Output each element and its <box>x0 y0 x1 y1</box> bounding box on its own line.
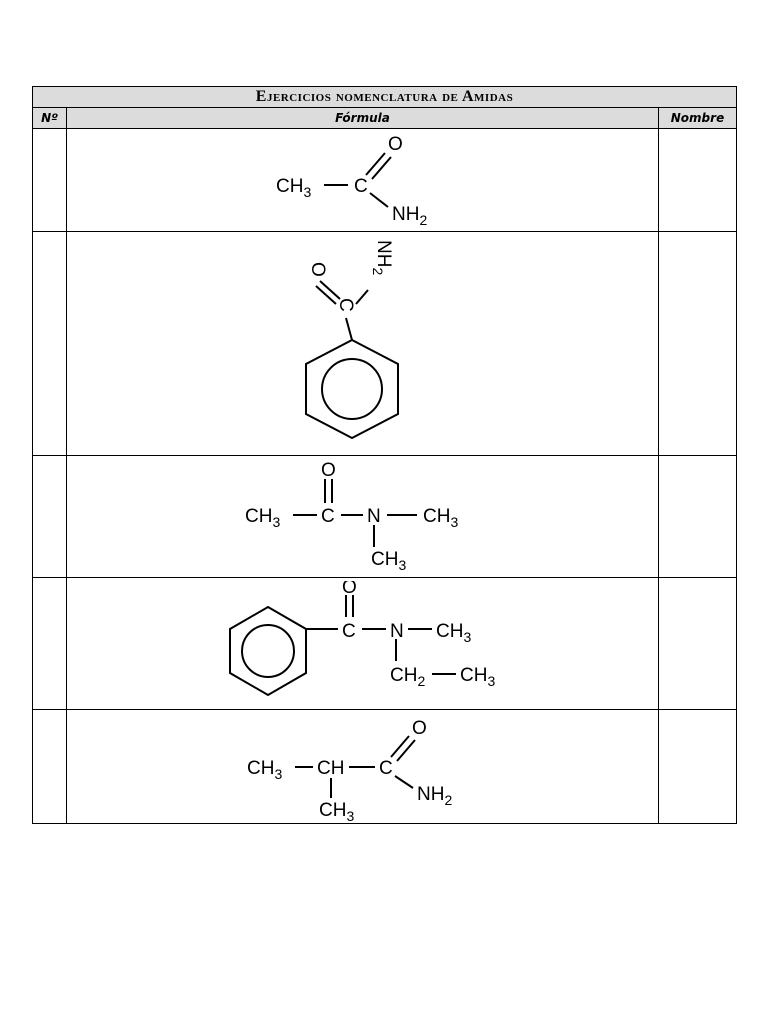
atom-label: CH3 <box>423 506 458 530</box>
atom-label: CH3 <box>319 800 354 822</box>
atom-label: C <box>335 298 356 312</box>
atom-label: N <box>390 621 404 642</box>
amides-exercise-table: Ejercicios nomenclatura de Amidas Nº Fór… <box>32 86 738 824</box>
atom-label: C <box>321 506 335 527</box>
atom-label: O <box>412 718 427 739</box>
formula-column-header: Fórmula <box>66 107 659 129</box>
row-number-cell[interactable] <box>32 455 67 578</box>
number-column-header: Nº <box>32 107 67 129</box>
atom-label: C <box>342 621 356 642</box>
table-row: NH2 C O <box>32 231 738 456</box>
structural-formula: CH3 C O NH2 <box>276 134 427 228</box>
atom-label: C <box>354 176 368 197</box>
structural-formula: NH2 C O <box>305 240 400 440</box>
table-title: Ejercicios nomenclatura de Amidas <box>32 86 737 108</box>
structural-formula: CH3 C O N CH3 CH3 <box>245 460 458 573</box>
atom-label: CH3 <box>371 549 406 573</box>
table-row: C O N CH3 CH2 CH3 <box>32 577 738 710</box>
atom-label: C <box>379 758 393 779</box>
atom-label: CH3 <box>460 665 495 689</box>
atom-label: O <box>342 581 357 598</box>
row-number-cell[interactable] <box>32 128 67 232</box>
atom-label: CH <box>317 758 344 779</box>
formula-cell: C O N CH3 CH2 CH3 <box>66 577 659 710</box>
formula-cell: CH3 C O NH2 <box>66 128 659 232</box>
name-answer-cell[interactable] <box>657 577 738 710</box>
atom-label: O <box>321 460 336 481</box>
atom-label: NH2 <box>392 204 427 228</box>
name-answer-cell[interactable] <box>657 455 738 578</box>
row-number-cell[interactable] <box>32 577 67 710</box>
table-row: CH3 C O N CH3 CH3 <box>32 455 738 578</box>
name-answer-cell[interactable] <box>657 128 738 232</box>
atom-label: CH3 <box>276 176 311 200</box>
name-answer-cell[interactable] <box>657 231 738 456</box>
formula-cell: CH3 CH C O NH2 CH3 <box>66 709 659 824</box>
row-number-cell[interactable] <box>32 709 67 824</box>
atom-label: NH2 <box>417 784 452 808</box>
structural-formula: C O N CH3 CH2 CH3 <box>229 581 496 697</box>
row-number-cell[interactable] <box>32 231 67 456</box>
atom-label: CH2 <box>390 665 425 689</box>
atom-label: O <box>388 134 403 155</box>
atom-label: CH3 <box>247 758 282 782</box>
table-row: CH3 CH C O NH2 CH3 <box>32 709 738 824</box>
atom-label: O <box>307 262 328 277</box>
name-answer-cell[interactable] <box>657 709 738 824</box>
atom-label: CH3 <box>436 621 471 645</box>
atom-label: N <box>367 506 381 527</box>
atom-label: NH2 <box>370 240 394 275</box>
atom-label: CH3 <box>245 506 280 530</box>
structural-formula: CH3 CH C O NH2 CH3 <box>247 718 452 822</box>
table-row: CH3 C O NH2 <box>32 128 738 232</box>
formula-cell: NH2 C O <box>66 231 659 456</box>
formula-cell: CH3 C O N CH3 CH3 <box>66 455 659 578</box>
name-column-header: Nombre <box>657 107 738 129</box>
